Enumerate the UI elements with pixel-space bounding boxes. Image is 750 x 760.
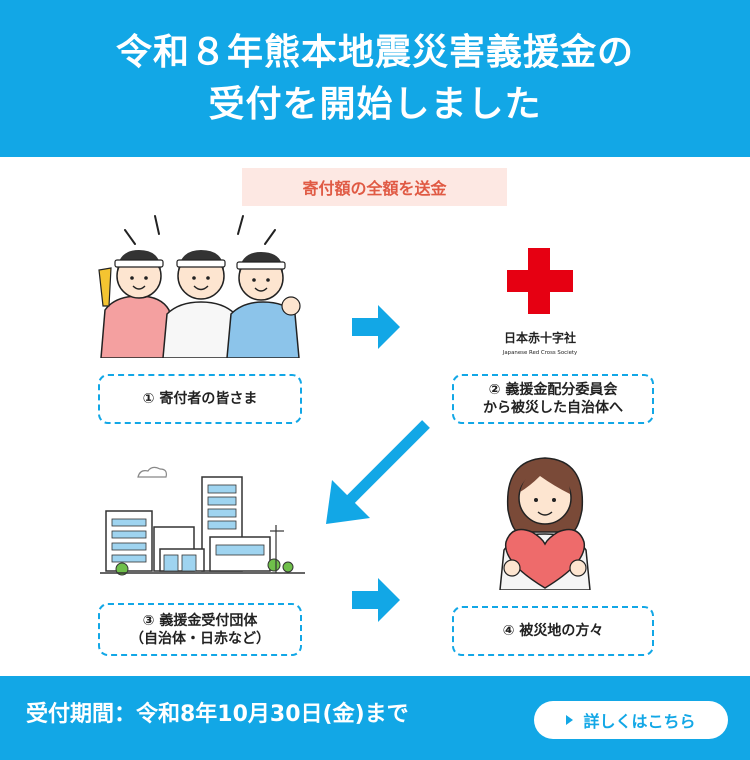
details-button-label: 詳しくはこちら [583,712,696,731]
reception-period: 受付期間：令和8年10月30日(金)まで [26,702,409,727]
arrow-right-icon [352,578,400,622]
footer-bar: 受付期間：令和8年10月30日(金)まで 詳しくはこちら [0,676,750,760]
redcross-name-en: Japanese Red Cross Society [502,350,578,356]
step-3-label-line-1: ③ 義援金受付団体 [142,612,258,629]
redcross-name-ja: 日本赤十字社 [504,330,576,345]
header-title-line-1: 令和８年熊本地震災害義援金の [115,31,634,73]
step-2-distribution-committee: ② 義援金配分委員会 から被災した自治体へ [452,374,654,424]
arrow-down-left-icon [326,420,430,524]
buildings-illustration [100,466,305,576]
step-1-donors: ① 寄付者の皆さま [98,374,302,424]
step-2-label-line-2: から被災した自治体へ [483,400,623,416]
step-4-affected-people: ④ 被災地の方々 [452,606,654,656]
header-banner: 令和８年熊本地震災害義援金の 受付を開始しました [0,0,750,157]
arrow-right-icon [352,305,400,349]
step-2-label-line-1: ② 義援金配分委員会 [488,382,618,398]
header-title-line-2: 受付を開始しました [208,83,542,125]
step-4-label: ④ 被災地の方々 [502,623,604,639]
step-3-label-line-2: （自治体・日赤など） [130,630,270,647]
step-3-receiving-organizations: ③ 義援金受付団体 （自治体・日赤など） [98,603,302,656]
donors-illustration [98,215,301,358]
step-1-label: ① 寄付者の皆さま [142,391,258,407]
details-button[interactable]: 詳しくはこちら [534,701,728,739]
play-triangle-icon [566,715,574,725]
full-amount-note: 寄付額の全額を送金 [242,168,507,206]
woman-with-heart-illustration [499,457,591,590]
japanese-red-cross-logo: 日本赤十字社 Japanese Red Cross Society [502,248,578,356]
